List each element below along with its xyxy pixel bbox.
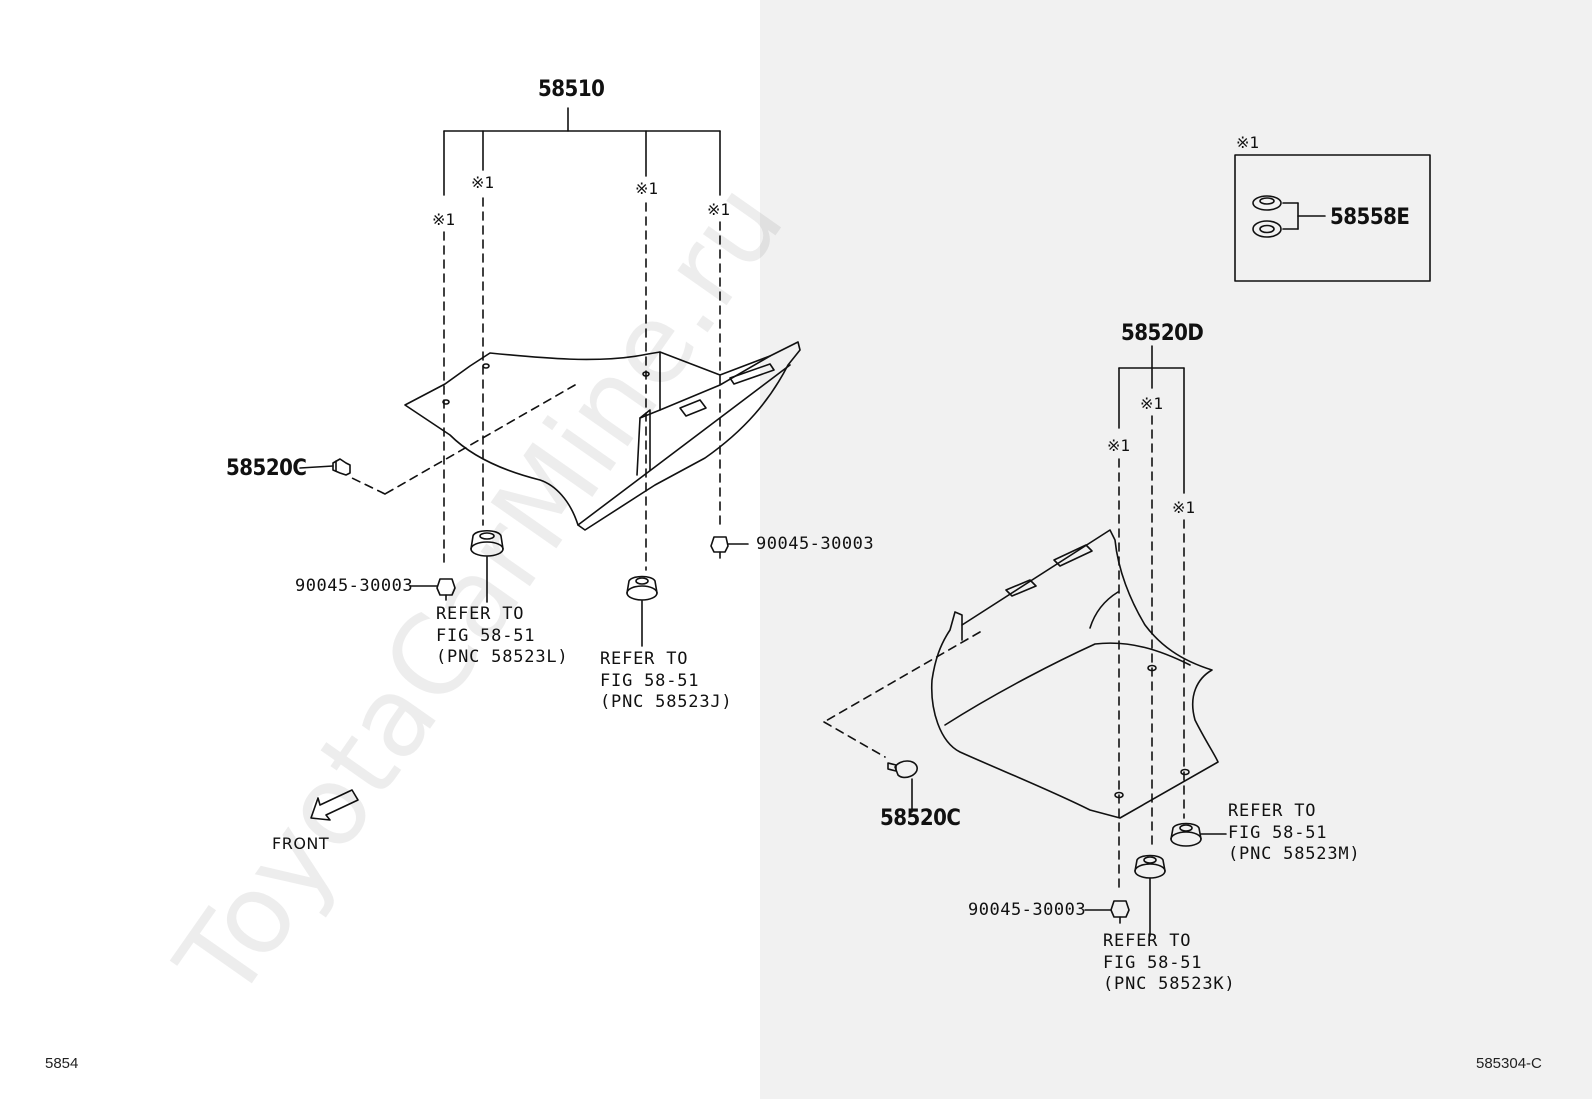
front-label: FRONT	[272, 834, 330, 853]
left-fasteners	[299, 458, 749, 647]
refer-pnc: (PNC 58523L)	[436, 647, 569, 667]
bracket-58520D	[1118, 345, 1185, 494]
refer-line: REFER TO	[600, 649, 689, 669]
part-label-58520c-left[interactable]: 58520C	[226, 456, 307, 481]
note-mark-6: ※1	[1140, 394, 1164, 413]
refer-fig: FIG 58-51	[1228, 822, 1328, 843]
right-panel-background	[760, 0, 1592, 1099]
left-under-cover-58510	[404, 341, 801, 531]
refer-block-58523k[interactable]: REFER TO FIG 58-51 (PNC 58523K)	[1103, 931, 1235, 996]
note-mark-3: ※1	[635, 179, 659, 198]
refer-line: REFER TO	[436, 604, 525, 624]
refer-fig: FIG 58-51	[1103, 952, 1203, 973]
part-label-90045-right[interactable]: 90045-30003	[968, 900, 1087, 920]
refer-fig: FIG 58-51	[436, 625, 536, 646]
part-label-58520d[interactable]: 58520D	[1121, 321, 1204, 346]
part-label-90045-left[interactable]: 90045-30003	[295, 576, 414, 596]
note-mark-4: ※1	[707, 200, 731, 219]
footer-right-code: 585304-C	[1476, 1055, 1542, 1072]
refer-block-58523j[interactable]: REFER TO FIG 58-51 (PNC 58523J)	[600, 649, 732, 714]
front-arrow-icon	[310, 789, 359, 821]
refer-fig: FIG 58-51	[600, 670, 700, 691]
footer-left-code: 5854	[45, 1055, 79, 1072]
bracket-58510	[443, 107, 721, 196]
washer-58558E	[1252, 195, 1326, 238]
note-mark-5: ※1	[1107, 436, 1131, 455]
part-label-58520c-right[interactable]: 58520C	[880, 806, 961, 831]
refer-pnc: (PNC 58523J)	[600, 692, 733, 712]
note-mark-box: ※1	[1236, 133, 1260, 152]
part-label-90045-upper[interactable]: 90045-30003	[756, 534, 875, 554]
left-dashed-leaders	[351, 197, 721, 571]
refer-line: REFER TO	[1103, 931, 1192, 951]
note-mark-7: ※1	[1172, 498, 1196, 517]
refer-pnc: (PNC 58523K)	[1103, 974, 1236, 994]
refer-line: REFER TO	[1228, 801, 1317, 821]
refer-block-58523m[interactable]: REFER TO FIG 58-51 (PNC 58523M)	[1228, 801, 1360, 866]
note-mark-2: ※1	[471, 173, 495, 192]
part-label-58510[interactable]: 58510	[538, 77, 605, 102]
left-panel-background	[0, 0, 760, 1099]
right-dashed-leaders	[823, 415, 1185, 889]
right-under-cover-58520D	[930, 529, 1219, 819]
refer-block-58523l[interactable]: REFER TO FIG 58-51 (PNC 58523L)	[436, 604, 568, 669]
part-label-58558e[interactable]: 58558E	[1330, 205, 1410, 230]
right-fasteners	[887, 760, 1227, 937]
note-mark-1: ※1	[432, 210, 456, 229]
refer-pnc: (PNC 58523M)	[1228, 844, 1361, 864]
note-box	[1234, 154, 1431, 282]
